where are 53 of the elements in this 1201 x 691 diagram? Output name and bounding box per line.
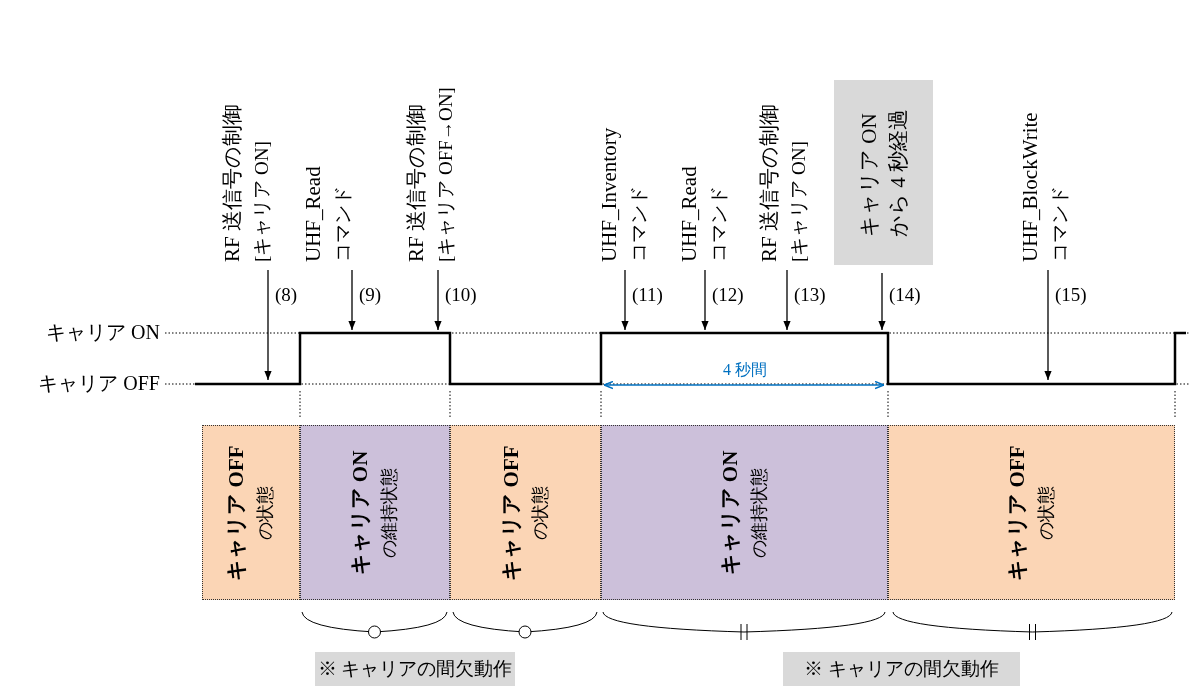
- arrow: [783, 269, 791, 331]
- state-title: キャリア OFF: [1003, 444, 1030, 581]
- level-label: キャリア ON: [46, 320, 160, 345]
- state-title: キャリア OFF: [497, 444, 524, 581]
- callout-number: (10): [445, 284, 477, 306]
- event-sublabel: [キャリア ON]: [250, 141, 273, 262]
- level-label: キャリア OFF: [38, 371, 160, 396]
- event-label: RF 送信号の制御: [403, 104, 429, 262]
- event-sublabel: コマンド: [1048, 186, 1071, 262]
- callout-number: (14): [889, 284, 921, 306]
- arrow: [264, 269, 272, 381]
- callout-number: (13): [794, 284, 826, 306]
- state-band: [300, 425, 450, 600]
- note-box: [834, 80, 933, 265]
- callout-number: (8): [275, 284, 298, 306]
- event-label: UHF_BlockWrite: [1017, 112, 1043, 262]
- state-subtitle: の維持状態: [378, 467, 400, 558]
- event-label: RF 送信号の制御: [219, 104, 245, 262]
- state-subtitle: の状態: [1034, 485, 1057, 540]
- callout-number: (15): [1055, 284, 1087, 306]
- state-subtitle: の維持状態: [747, 467, 770, 558]
- state-band: [888, 425, 1175, 600]
- arrow: [348, 269, 356, 331]
- arrow: [1044, 269, 1052, 381]
- callout-number: (12): [712, 284, 744, 306]
- event-sublabel: コマンド: [331, 186, 354, 262]
- note-box: ※ キャリアの間欠動作: [315, 652, 515, 686]
- event-label: UHF_Read: [300, 166, 326, 262]
- carrier-waveform: [195, 331, 1187, 386]
- event-sublabel: コマンド: [627, 186, 650, 262]
- arrow: [878, 272, 886, 331]
- note-text: キャリア ON: [855, 112, 882, 237]
- note-box: ※ キャリアの間欠動作: [783, 652, 1020, 686]
- event-label: RF 送信号の制御: [756, 104, 782, 262]
- event-label: UHF_Read: [676, 166, 702, 262]
- event-label: UHF_Inventory: [596, 127, 622, 262]
- note-text: から 4 秒経過: [884, 108, 911, 237]
- event-sublabel: [キャリア OFF→ON]: [434, 87, 457, 262]
- state-title: キャリア ON: [716, 450, 743, 575]
- state-band: [202, 425, 300, 600]
- event-sublabel: [キャリア ON]: [787, 141, 810, 262]
- state-title: キャリア ON: [347, 450, 373, 575]
- arrow: [621, 269, 629, 331]
- state-band: [450, 425, 601, 600]
- callout-number: (11): [632, 284, 663, 306]
- event-sublabel: コマンド: [707, 186, 730, 262]
- state-title: キャリア OFF: [223, 444, 249, 581]
- callout-number: (9): [359, 284, 382, 306]
- state-subtitle: の状態: [254, 485, 276, 540]
- state-subtitle: の状態: [528, 485, 551, 540]
- arrow: [701, 269, 709, 331]
- state-band: [601, 425, 888, 600]
- arrow: [434, 269, 442, 331]
